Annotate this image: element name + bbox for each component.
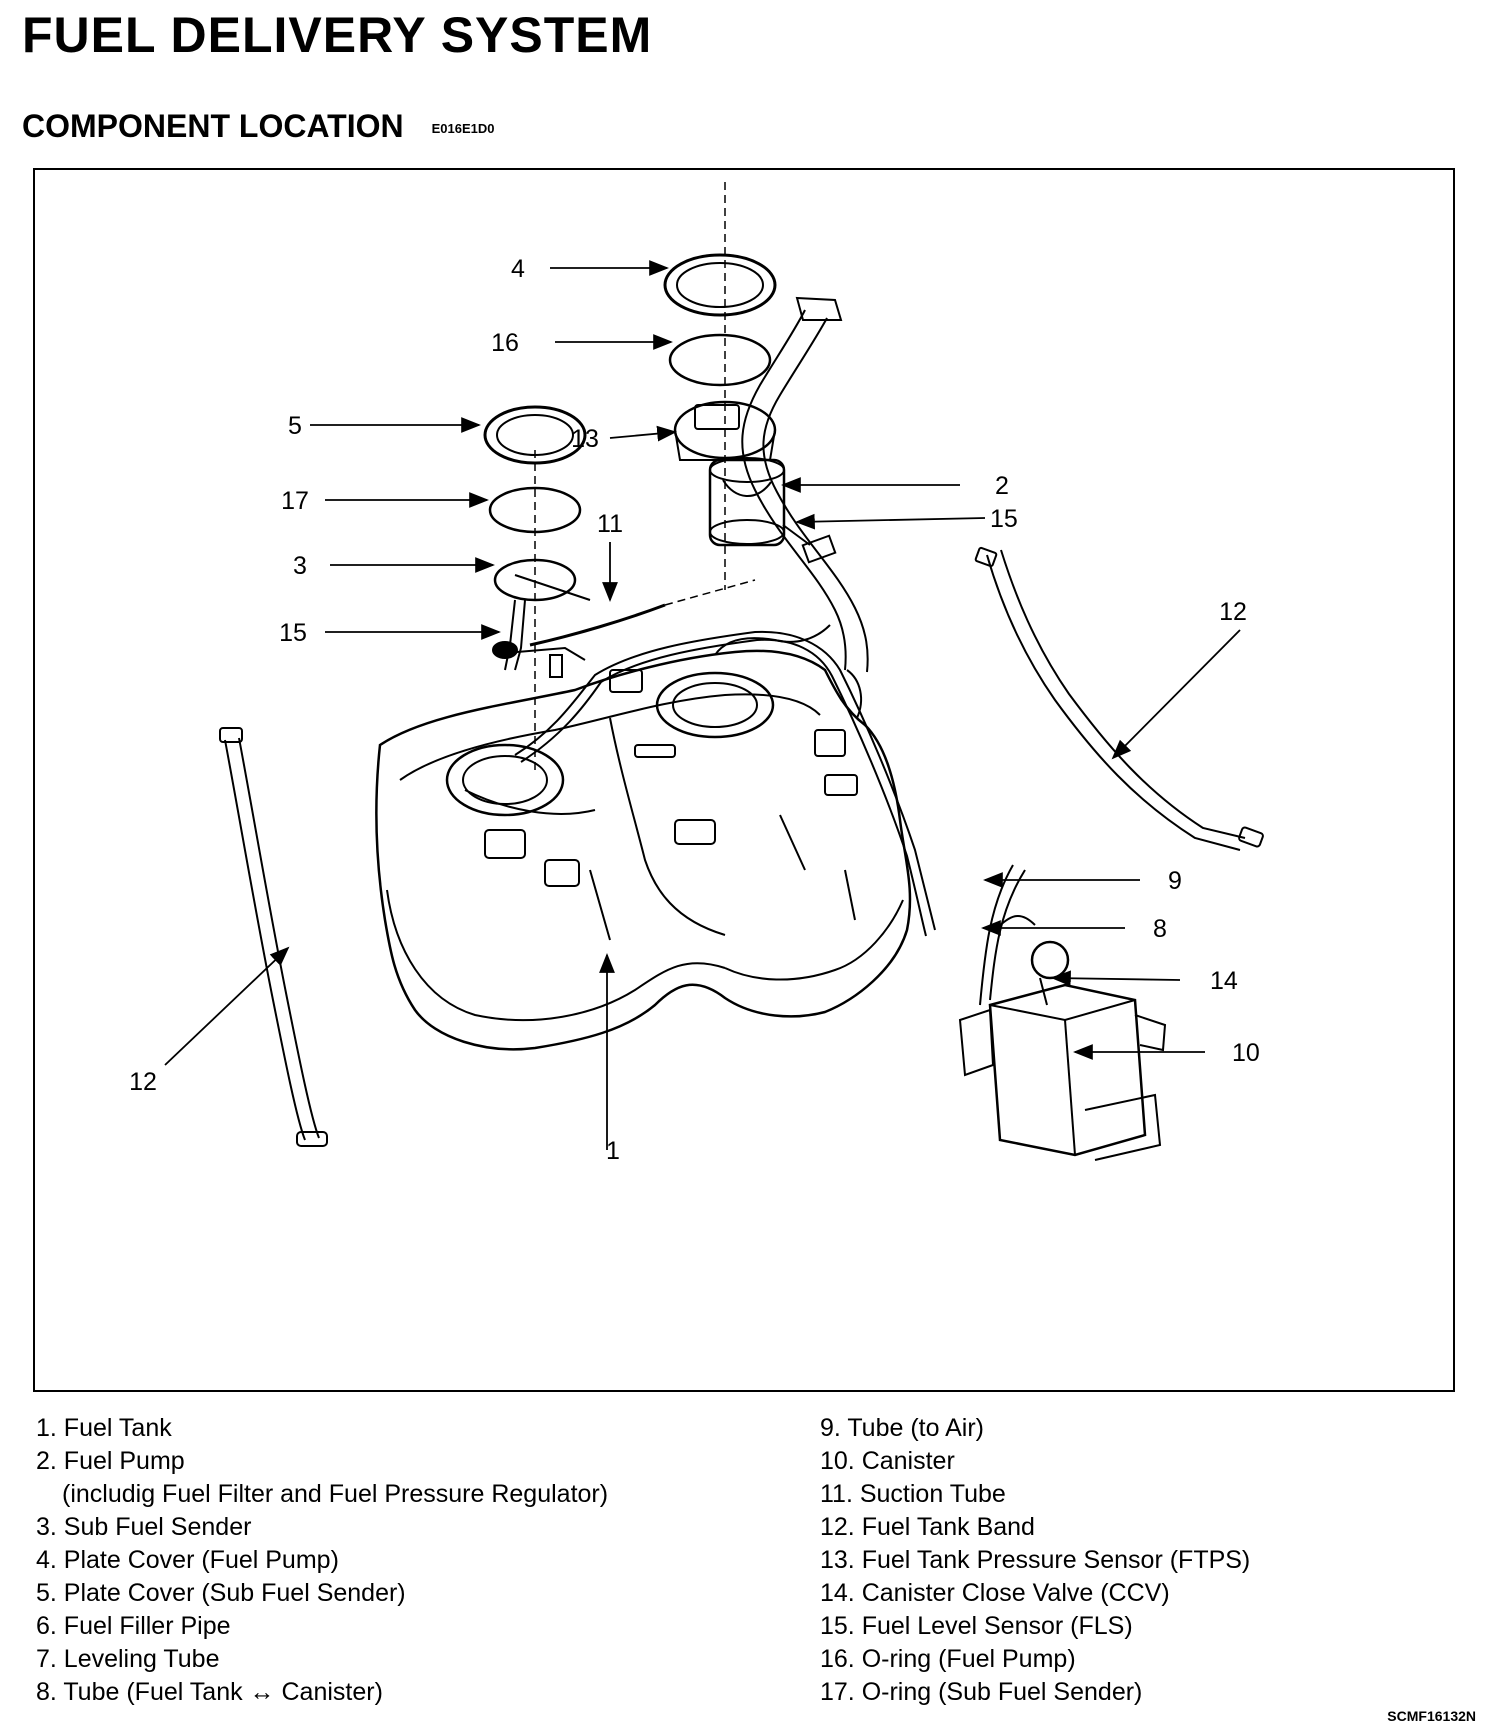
leader-lines bbox=[164, 260, 1241, 1150]
callout-13: 13 bbox=[571, 425, 599, 453]
legend-item: 3. Sub Fuel Sender bbox=[36, 1513, 252, 1541]
callout-15-sender: 15 bbox=[279, 619, 307, 647]
legend-item: 5. Plate Cover (Sub Fuel Sender) bbox=[36, 1579, 406, 1607]
legend-item: 4. Plate Cover (Fuel Pump) bbox=[36, 1546, 339, 1574]
section-title: COMPONENT LOCATION bbox=[22, 108, 404, 144]
legend-item: 7. Leveling Tube bbox=[36, 1645, 220, 1673]
callout-labels: 1 2 3 4 5 8 9 10 11 12 12 13 14 15 15 16… bbox=[129, 255, 1260, 1165]
callout-2: 2 bbox=[995, 472, 1009, 500]
callout-4: 4 bbox=[511, 255, 525, 283]
fuel-system-diagram: 1 2 3 4 5 8 9 10 11 12 12 13 14 15 15 16… bbox=[129, 182, 1264, 1165]
legend-item: (includig Fuel Filter and Fuel Pressure … bbox=[62, 1480, 609, 1508]
callout-16: 16 bbox=[491, 329, 519, 357]
legend-item: 2. Fuel Pump bbox=[36, 1447, 185, 1475]
fuel-tank-band-drawing bbox=[219, 546, 1264, 1147]
legend-item: 17. O-ring (Sub Fuel Sender) bbox=[820, 1678, 1143, 1706]
fuel-filler-pipe-drawing bbox=[714, 296, 869, 719]
sub-fuel-sender-drawing bbox=[483, 405, 591, 770]
legend-item: 8. Tube (Fuel Tank ↔ Canister) bbox=[36, 1678, 383, 1706]
callout-11: 11 bbox=[597, 510, 623, 538]
fuel-pump-assembly-drawing bbox=[663, 182, 837, 590]
section-heading: COMPONENT LOCATION E016E1D0 bbox=[22, 108, 495, 145]
callout-12-right: 12 bbox=[1219, 598, 1247, 626]
canister-drawing bbox=[958, 864, 1167, 1161]
callout-1: 1 bbox=[606, 1137, 620, 1165]
callout-12-left: 12 bbox=[129, 1068, 157, 1096]
legend-item: 10. Canister bbox=[820, 1447, 955, 1475]
figure-id: SCMF16132N bbox=[1387, 1708, 1476, 1724]
legend-item: 9. Tube (to Air) bbox=[820, 1414, 984, 1442]
fuel-tank-drawing bbox=[375, 630, 936, 1051]
legend-item: 1. Fuel Tank bbox=[36, 1414, 172, 1442]
page-title: FUEL DELIVERY SYSTEM bbox=[22, 7, 653, 63]
callout-8: 8 bbox=[1153, 915, 1167, 943]
legend-item: 15. Fuel Level Sensor (FLS) bbox=[820, 1612, 1133, 1640]
legend-item: 12. Fuel Tank Band bbox=[820, 1513, 1035, 1541]
suction-tube-drawing bbox=[529, 603, 666, 647]
callout-14: 14 bbox=[1210, 967, 1238, 995]
suction-tube-guide bbox=[664, 579, 756, 606]
diagram-frame: 1 2 3 4 5 8 9 10 11 12 12 13 14 15 15 16… bbox=[33, 168, 1455, 1392]
legend-item: 11. Suction Tube bbox=[820, 1480, 1006, 1508]
callout-10: 10 bbox=[1232, 1039, 1260, 1067]
section-code: E016E1D0 bbox=[431, 121, 495, 137]
callout-3: 3 bbox=[293, 552, 307, 580]
legend-item: 16. O-ring (Fuel Pump) bbox=[820, 1645, 1076, 1673]
legend-item: 14. Canister Close Valve (CCV) bbox=[820, 1579, 1170, 1607]
legend-item: 13. Fuel Tank Pressure Sensor (FTPS) bbox=[820, 1546, 1251, 1574]
callout-5: 5 bbox=[288, 412, 302, 440]
legend-right: 9. Tube (to Air) 10. Canister 11. Suction … bbox=[820, 1412, 1250, 1709]
legend-left: 1. Fuel Tank 2. Fuel Pump (includig Fuel F… bbox=[36, 1412, 608, 1709]
callout-9: 9 bbox=[1168, 867, 1182, 895]
legend-item: 6. Fuel Filler Pipe bbox=[36, 1612, 231, 1640]
callout-15-pump: 15 bbox=[990, 505, 1018, 533]
callout-17: 17 bbox=[281, 487, 309, 515]
